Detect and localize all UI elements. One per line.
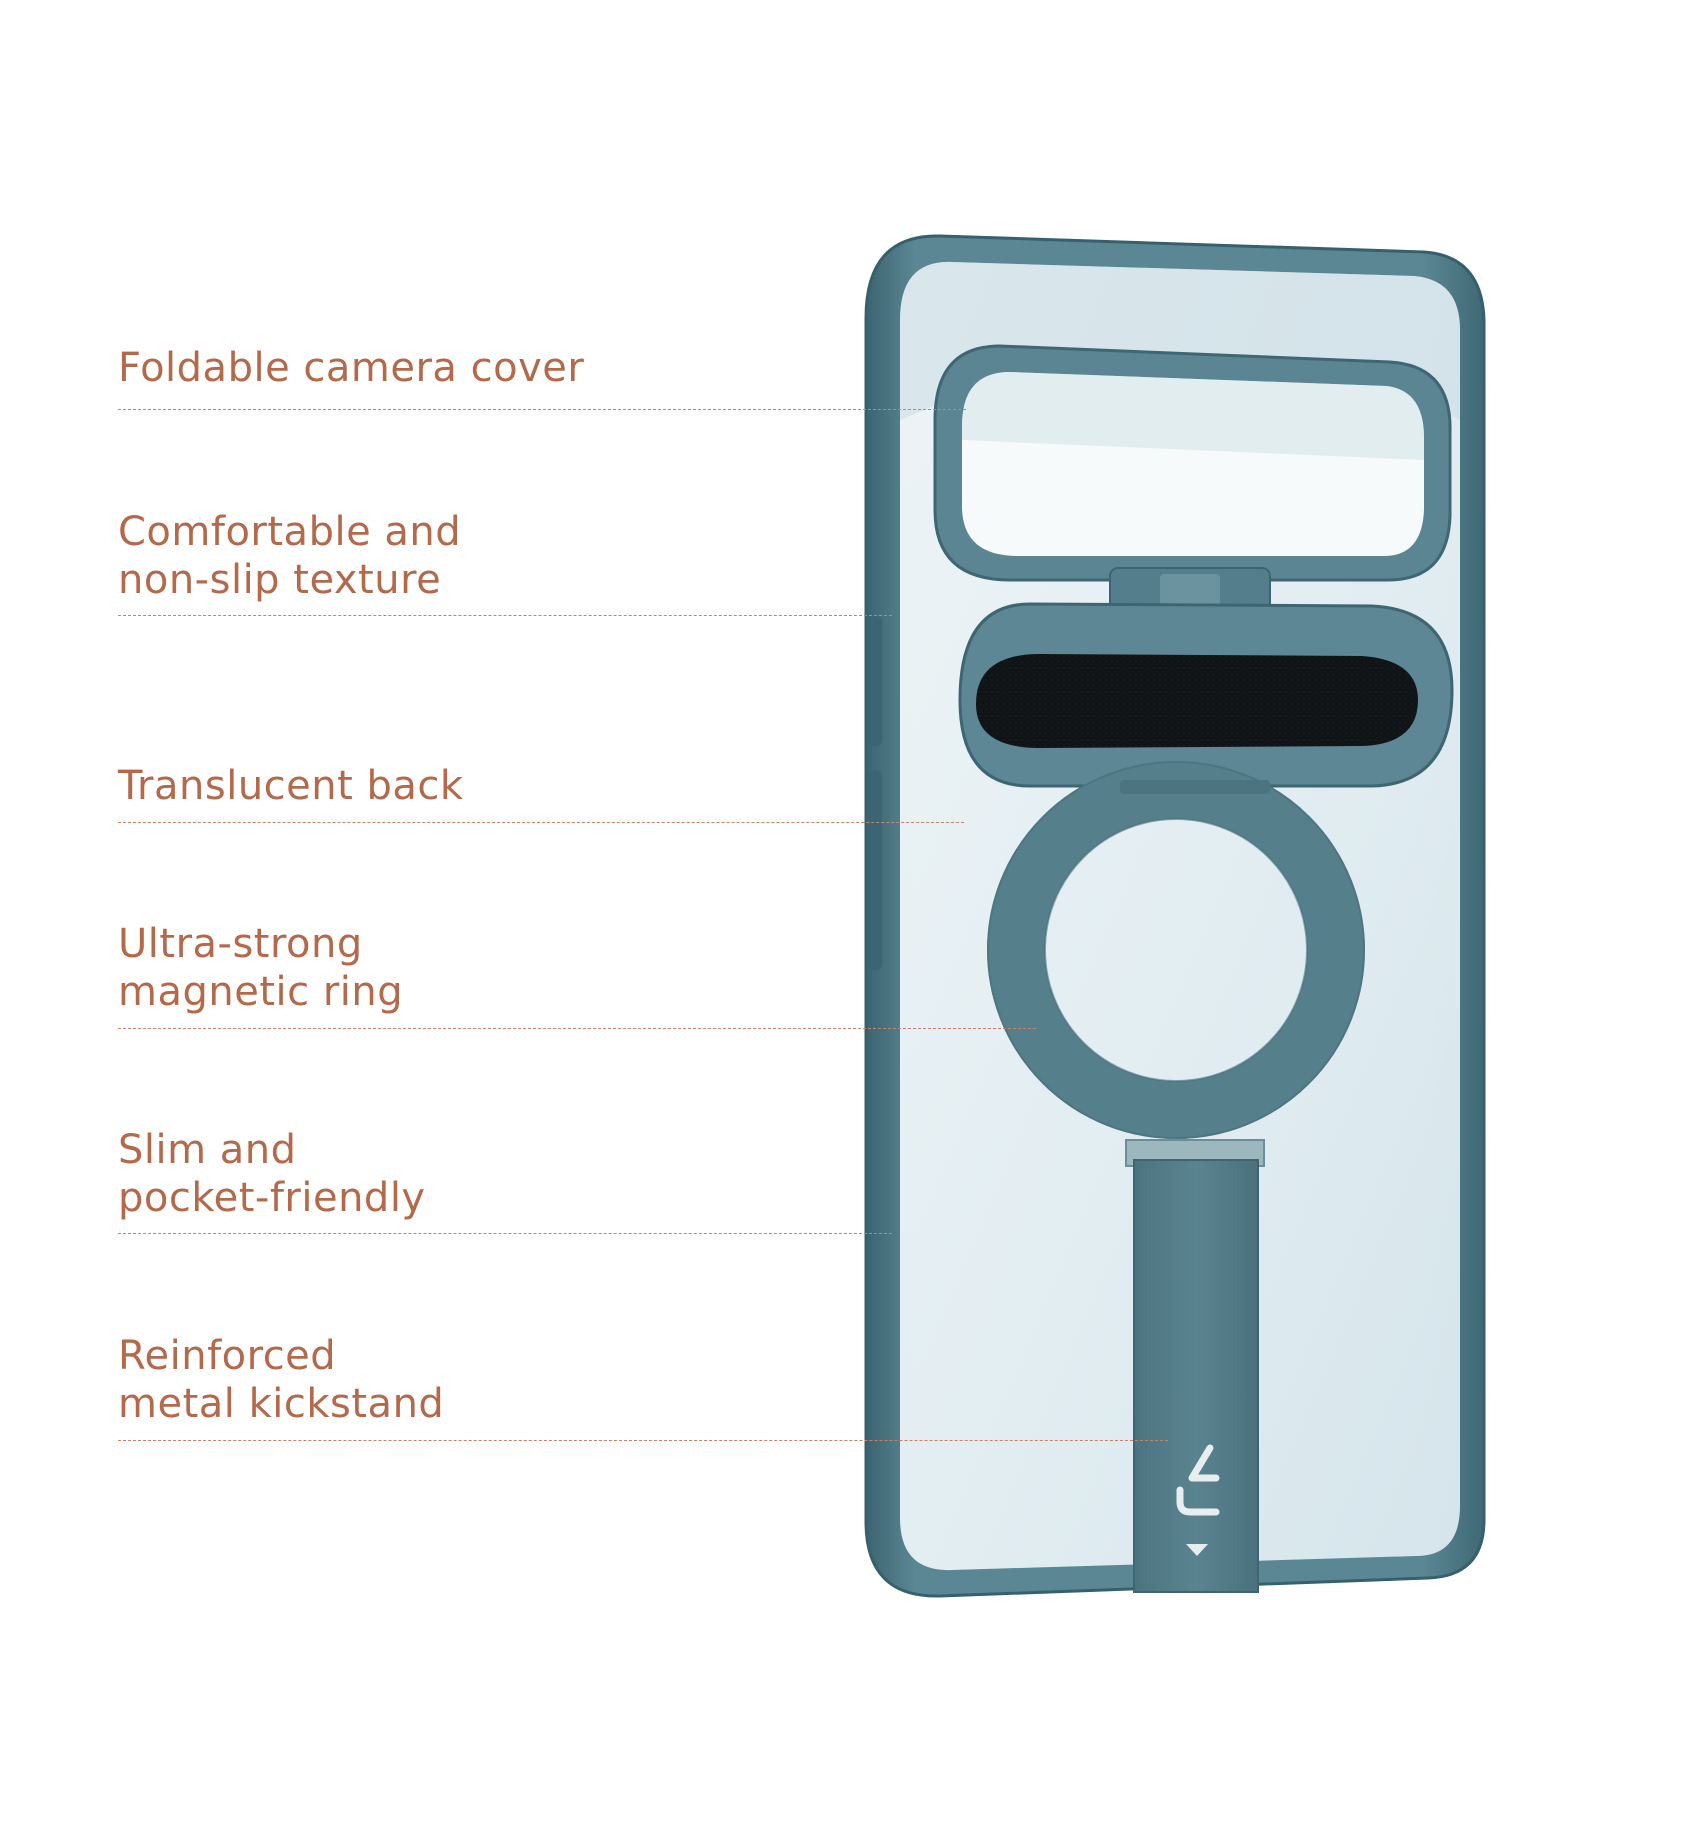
camera-cover-icon bbox=[933, 344, 1452, 617]
feature-label-camera-cover: Foldable camera cover bbox=[118, 344, 584, 392]
texture-pad-icon bbox=[958, 602, 1454, 788]
feature-label-line: pocket-friendly bbox=[118, 1175, 426, 1221]
feature-label-line: Translucent back bbox=[118, 763, 464, 809]
kickstand-icon bbox=[1125, 1139, 1265, 1593]
case-frame bbox=[864, 234, 1486, 1598]
feature-label-texture: Comfortable and non-slip texture bbox=[118, 508, 461, 604]
feature-label-translucent-back: Translucent back bbox=[118, 762, 464, 810]
feature-label-line: metal kickstand bbox=[118, 1381, 445, 1427]
leader-line-magnetic-ring bbox=[118, 1028, 1036, 1029]
side-button-volume bbox=[868, 770, 882, 970]
side-button-power bbox=[868, 616, 882, 746]
leader-line-translucent-back bbox=[118, 822, 964, 823]
leader-line-camera-cover bbox=[118, 409, 966, 410]
brand-logo-icon bbox=[1176, 1444, 1220, 1516]
feature-label-line: Slim and bbox=[118, 1127, 297, 1173]
leader-line-texture bbox=[118, 615, 892, 616]
feature-label-line: Reinforced bbox=[118, 1333, 337, 1379]
magnetic-ring-icon bbox=[987, 761, 1365, 1139]
translucent-back bbox=[900, 261, 1460, 1571]
feature-label-line: magnetic ring bbox=[118, 969, 404, 1015]
feature-label-line: Ultra-strong bbox=[118, 921, 363, 967]
feature-label-line: Foldable camera cover bbox=[118, 345, 585, 391]
feature-label-magnetic-ring: Ultra-strong magnetic ring bbox=[118, 920, 403, 1016]
leader-line-slim bbox=[118, 1233, 892, 1234]
feature-label-line: Comfortable and bbox=[118, 509, 462, 555]
leader-line-kickstand bbox=[118, 1440, 1168, 1441]
arrow-down-icon bbox=[1186, 1544, 1208, 1556]
feature-label-slim: Slim and pocket-friendly bbox=[118, 1126, 426, 1222]
feature-label-kickstand: Reinforced metal kickstand bbox=[118, 1332, 444, 1428]
feature-label-line: non-slip texture bbox=[118, 557, 442, 603]
